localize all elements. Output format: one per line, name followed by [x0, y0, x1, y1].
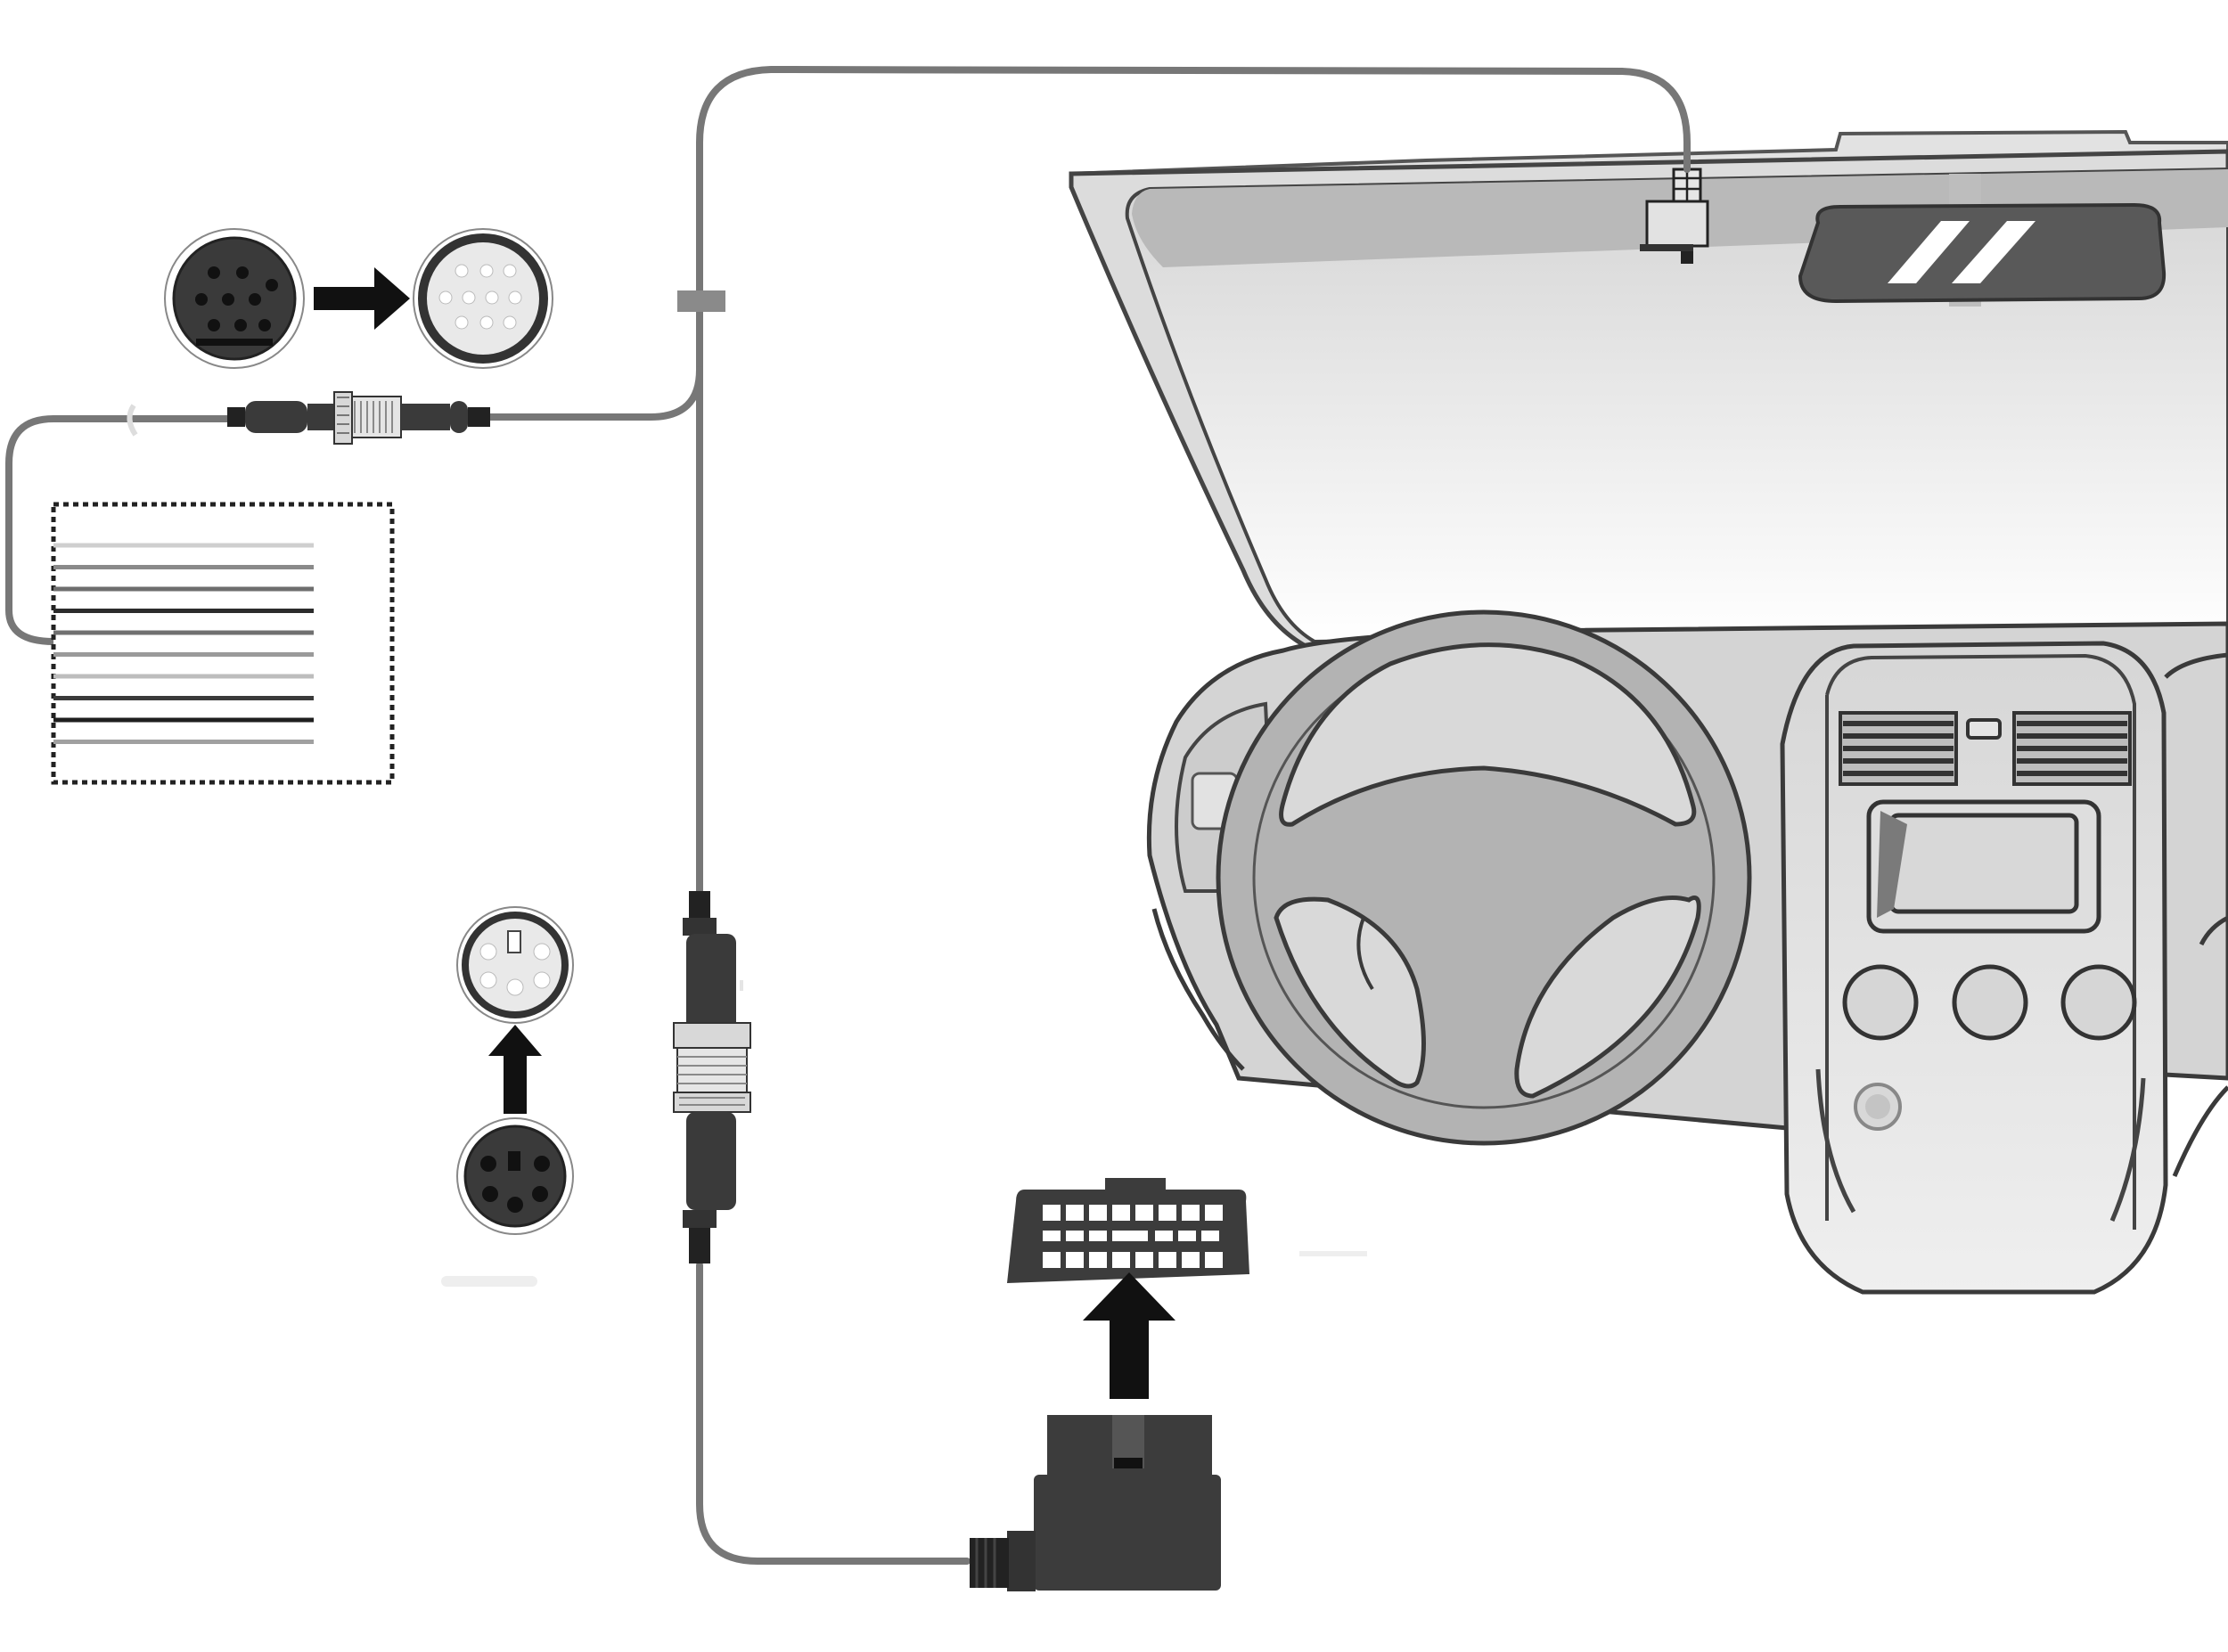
arrow-up-icon: [488, 1025, 542, 1114]
obd-pin: [1043, 1231, 1061, 1241]
climate-knob-2: [1954, 967, 2026, 1038]
mini-din-connector-icon: [457, 907, 573, 1023]
obd-pin: [1178, 1231, 1196, 1241]
arrow-right-icon: [314, 267, 410, 330]
obd-pin: [1159, 1252, 1176, 1268]
obd-pin: [1205, 1205, 1223, 1221]
arrow-up-icon: [1083, 1272, 1175, 1399]
radio-display: [1891, 815, 2076, 912]
floor-mark-2: [1299, 1251, 1367, 1256]
wire-harness-icon: [53, 504, 392, 782]
vehicle-interior: [1069, 132, 2228, 1292]
obd-pin: [1066, 1252, 1084, 1268]
center-vent-right: [2014, 713, 2130, 784]
round-connector-icon: [165, 229, 304, 368]
obd-pin: [1205, 1252, 1223, 1268]
obd-pin: [1089, 1205, 1107, 1221]
cable-coupler-icon: [227, 392, 490, 444]
obd-cable: [700, 1265, 967, 1561]
climate-knob-3: [2063, 967, 2134, 1038]
obd-pin: [1135, 1205, 1153, 1221]
mini-din-connector-icon: [457, 1118, 573, 1234]
obd-pin: [1043, 1252, 1061, 1268]
hazard-button: [1968, 720, 2000, 738]
cable-coupler-icon: [674, 891, 750, 1264]
obd-pin: [1112, 1205, 1130, 1221]
center-console-icon: [1782, 643, 2166, 1292]
obd-plug-icon: [970, 1415, 1221, 1591]
obd-pin: [1066, 1205, 1084, 1221]
obd-pin: [1159, 1205, 1176, 1221]
center-vent-left: [1840, 713, 1956, 784]
obd-pin: [1112, 1231, 1148, 1241]
obd-pin: [1089, 1252, 1107, 1268]
obd-pin: [1043, 1205, 1061, 1221]
obd-pin: [1182, 1252, 1200, 1268]
obd-pin: [1182, 1205, 1200, 1221]
steering-wheel-icon: [1218, 612, 1749, 1143]
obd-pin: [1112, 1252, 1130, 1268]
floor-mark-1: [441, 1276, 537, 1287]
obd-pin: [1066, 1231, 1084, 1241]
obd-port-icon: [1007, 1178, 1249, 1283]
obd-pin: [1155, 1231, 1173, 1241]
round-connector-icon: [414, 229, 553, 368]
climate-knob-1: [1845, 967, 1916, 1038]
obd-pin: [1135, 1252, 1153, 1268]
obd-pin: [1089, 1231, 1107, 1241]
cable-clip-icon: [677, 290, 725, 312]
obd-pin: [1201, 1231, 1219, 1241]
